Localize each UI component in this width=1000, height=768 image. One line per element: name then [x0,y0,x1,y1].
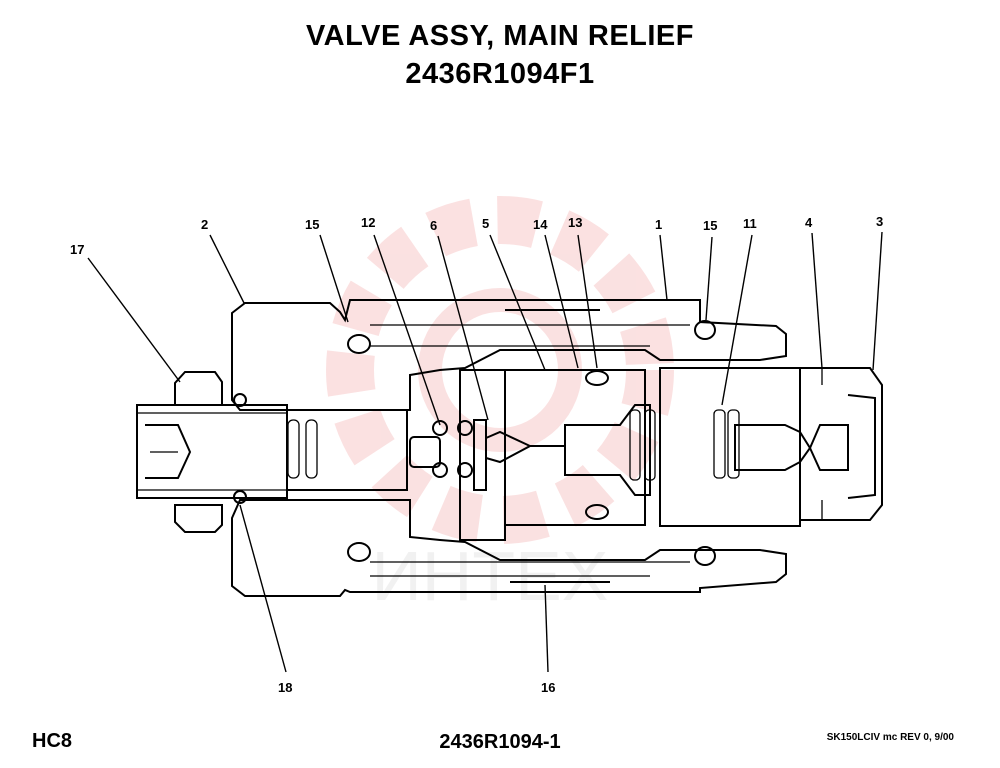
callout-labels: 17 2 15 12 6 5 14 13 1 15 11 4 3 18 16 [70,214,883,695]
diagram-title: VALVE ASSY, MAIN RELIEF [305,20,694,52]
footer-code: HC8 [32,730,73,752]
callout-2: 2 [201,217,208,232]
footer-revision: SK150LCIV mc REV 0, 9/00 [826,732,954,743]
callout-5: 5 [482,216,489,231]
callout-18: 18 [278,680,292,695]
callout-16: 16 [541,680,555,695]
watermark-logo: ИНТЕХ [326,196,674,615]
callout-13: 13 [568,215,582,230]
callout-17: 17 [70,242,84,257]
internal-bore [286,369,656,541]
leader-lines [87,231,883,673]
callout-1: 1 [655,217,662,232]
callout-12: 12 [361,215,375,230]
piston-and-spring [659,367,883,527]
callout-3: 3 [876,214,883,229]
callout-14: 14 [533,217,548,232]
footer-drawing-number: 2436R1094-1 [439,731,561,753]
callout-15-left: 15 [305,217,319,232]
adjusting-nut [136,371,288,533]
callout-6: 6 [430,218,437,233]
callout-15-right: 15 [703,218,717,233]
callout-4: 4 [805,215,813,230]
poppet-assembly [409,419,565,491]
part-number: 2436R1094F1 [405,58,595,90]
callout-11: 11 [743,216,757,231]
